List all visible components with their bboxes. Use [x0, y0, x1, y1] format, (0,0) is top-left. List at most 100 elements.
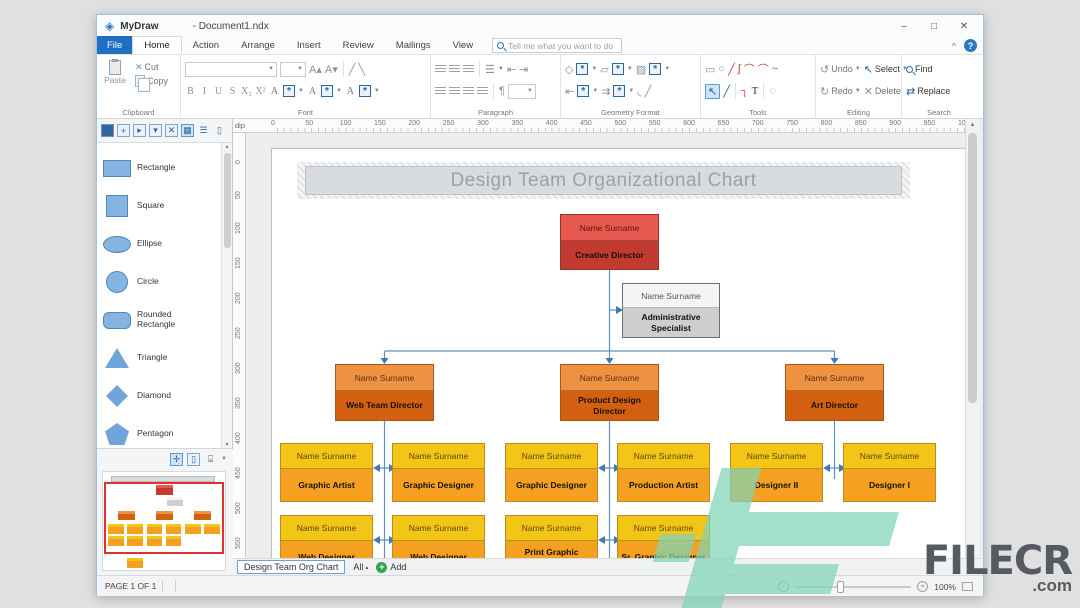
zoom-slider[interactable]	[795, 580, 912, 593]
rectangle-tool-icon[interactable]: ▭	[705, 63, 716, 76]
align-right-icon[interactable]	[463, 86, 474, 96]
font-b-button[interactable]: B	[187, 85, 194, 97]
text-effects-button[interactable]: A	[346, 85, 355, 97]
shape-item-diamond[interactable]: Diamond	[97, 377, 215, 415]
tell-me-search[interactable]	[492, 38, 623, 53]
auto-style-icon[interactable]: *	[358, 85, 371, 97]
all-pages-button[interactable]: All ▴	[353, 562, 369, 572]
shape-item-square[interactable]: Square	[97, 187, 215, 225]
shape-item-rounded-rectangle[interactable]: Rounded Rectangle	[97, 301, 215, 339]
arc-tool-icon[interactable]: ⌒	[743, 64, 755, 76]
indent-decrease-icon[interactable]: ⇤	[506, 63, 517, 76]
pen-tool-icon[interactable]: ╱	[723, 85, 730, 98]
help-icon[interactable]: ?	[964, 39, 977, 52]
lasso-tool-icon[interactable]: ◌	[769, 85, 776, 97]
save-library-icon[interactable]	[101, 124, 114, 137]
tab-arrange[interactable]: Arrange	[241, 39, 275, 51]
text-tool-icon[interactable]: T	[751, 85, 759, 97]
align-middle-icon[interactable]	[449, 64, 460, 74]
shape-item-ellipse[interactable]: Ellipse	[97, 225, 215, 263]
grow-font-icon[interactable]: A▴	[309, 63, 322, 76]
font-x₂-button[interactable]: X₂	[241, 85, 252, 97]
zoom-slider-handle[interactable]	[837, 580, 845, 593]
fill-auto-icon[interactable]: *	[576, 63, 589, 75]
corner-rounding-icon[interactable]: ◟	[637, 85, 642, 98]
open-library-icon[interactable]: ▸	[133, 124, 146, 137]
import-library-icon[interactable]: ▾	[149, 124, 162, 137]
align-top-icon[interactable]	[435, 64, 446, 74]
end-arrow-auto-icon[interactable]: *	[613, 85, 626, 97]
drawing-canvas[interactable]: Design Team Organizational Chart	[246, 133, 967, 558]
maximize-button[interactable]: □	[930, 20, 938, 32]
page-preview-icon[interactable]: ▯	[187, 452, 201, 466]
page-tab[interactable]: Design Team Org Chart	[237, 560, 346, 574]
tab-view[interactable]: View	[452, 39, 474, 51]
align-center-icon[interactable]	[449, 86, 460, 96]
delete-button[interactable]: ✕ Delete	[863, 85, 901, 98]
copy-button[interactable]: Copy	[135, 74, 168, 92]
format-painter-icon[interactable]: ╱	[348, 63, 356, 76]
auto-style-icon[interactable]: *	[283, 85, 295, 97]
tab-insert[interactable]: Insert	[296, 39, 321, 51]
indent-increase-icon[interactable]: ⇥	[519, 63, 529, 76]
cut-button[interactable]: ✕ Cut	[135, 61, 159, 73]
font-x²-button[interactable]: X²	[255, 85, 266, 97]
tab-review[interactable]: Review	[342, 39, 374, 51]
shape-item-triangle[interactable]: Triangle	[97, 339, 215, 377]
undo-button[interactable]: ↺ Undo▼	[820, 63, 861, 76]
begin-arrow-icon[interactable]: ⇤	[565, 85, 575, 98]
stroke-auto-icon[interactable]: *	[611, 63, 624, 75]
clear-format-icon[interactable]: ╲	[358, 63, 365, 76]
stroke-shape-icon[interactable]: ▱	[600, 63, 609, 76]
remove-library-icon[interactable]: ✕	[165, 124, 178, 137]
begin-arrow-auto-icon[interactable]: *	[577, 85, 590, 97]
tab-mailings[interactable]: Mailings	[395, 39, 431, 51]
align-bottom-icon[interactable]	[463, 64, 474, 74]
font-family-select[interactable]: ▼	[185, 61, 277, 77]
chevron-down-icon[interactable]: ▼	[298, 88, 304, 94]
shape-item-pentagon[interactable]: Pentagon	[97, 415, 215, 448]
text-direction-select[interactable]: ▼	[507, 83, 536, 99]
format-brush-icon[interactable]: ╱	[644, 85, 652, 98]
add-page-button[interactable]: + Add	[376, 561, 406, 573]
tab-action[interactable]: Action	[192, 39, 220, 51]
font-s-button[interactable]: S	[229, 85, 236, 97]
font-i-button[interactable]: I	[202, 85, 207, 97]
line-tool-icon[interactable]: ╱	[728, 63, 735, 76]
list-view-icon[interactable]: ☰	[199, 125, 208, 135]
file-menu-button[interactable]: File	[97, 36, 133, 54]
vertical-scrollbar[interactable]: ▲ ▼	[965, 119, 979, 558]
bullets-icon[interactable]: ☰	[485, 63, 495, 76]
scroll-up-icon[interactable]: ▲	[969, 122, 976, 128]
chevron-down-icon[interactable]: ▼	[373, 88, 380, 94]
thumbnails-view-icon[interactable]: ▦	[181, 124, 194, 137]
scrollbar-thumb[interactable]	[968, 133, 977, 403]
paste-button[interactable]: Paste	[101, 59, 129, 85]
font-size-select[interactable]: ▼	[280, 61, 306, 77]
fill-shape-icon[interactable]: ◇	[565, 63, 574, 76]
search-input[interactable]	[508, 40, 619, 51]
fit-page-icon[interactable]	[962, 582, 973, 591]
shadow-shape-icon[interactable]: ▨	[635, 63, 647, 76]
find-button[interactable]: Find	[906, 64, 933, 74]
shape-list-scrollbar[interactable]: ▲ ▼	[221, 143, 232, 448]
chart-title-banner[interactable]: Design Team Organizational Chart	[297, 162, 910, 199]
page-thumbnail[interactable]	[102, 471, 226, 571]
thumbnail-viewport[interactable]	[104, 482, 224, 554]
pointer-tool-icon[interactable]: ↖	[705, 83, 721, 99]
chevron-down-icon[interactable]: ▼	[335, 88, 342, 94]
select-button[interactable]: ↖ Select▼	[863, 63, 908, 76]
replace-button[interactable]: ⇄ Replace	[906, 85, 951, 98]
freehand-tool-icon[interactable]: ~	[771, 63, 779, 75]
